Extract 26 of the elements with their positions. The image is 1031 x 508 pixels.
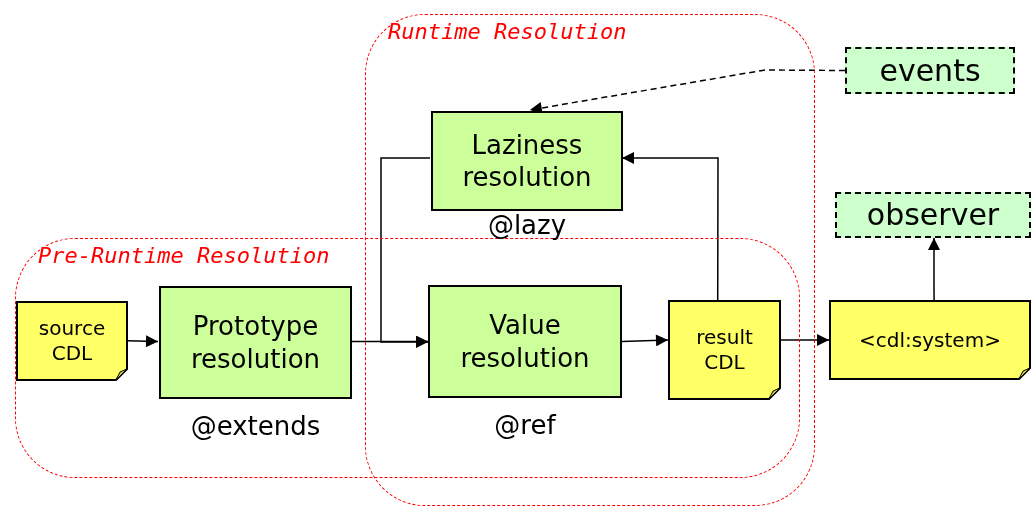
box-label: Value resolution	[459, 309, 591, 374]
document-note	[16, 301, 128, 381]
arrow	[380, 157, 431, 349]
document-note	[668, 300, 781, 400]
group-title: Runtime Resolution	[388, 18, 627, 46]
process-box	[159, 286, 352, 399]
arrow	[928, 237, 940, 301]
box-label: observer	[866, 196, 1000, 234]
box-label: events	[879, 51, 981, 90]
annotation-text: @ref	[493, 412, 558, 438]
arrow	[529, 69, 846, 114]
annotation-text: @extends	[189, 413, 322, 439]
process-box	[428, 285, 622, 398]
note-label: result CDL	[695, 325, 754, 375]
note-label: source CDL	[37, 316, 107, 366]
arrow	[780, 334, 830, 346]
note-label: <cdl:system>	[859, 327, 1001, 353]
group-title: Pre-Runtime Resolution	[38, 242, 330, 270]
process-box	[431, 111, 623, 211]
box-label: Laziness resolution	[461, 128, 593, 194]
dashed-box	[845, 47, 1015, 94]
arrow	[621, 334, 669, 347]
annotation-text: @lazy	[486, 212, 568, 238]
document-note	[829, 300, 1031, 380]
box-label: Prototype resolution	[189, 310, 322, 375]
dashed-box	[835, 192, 1031, 238]
